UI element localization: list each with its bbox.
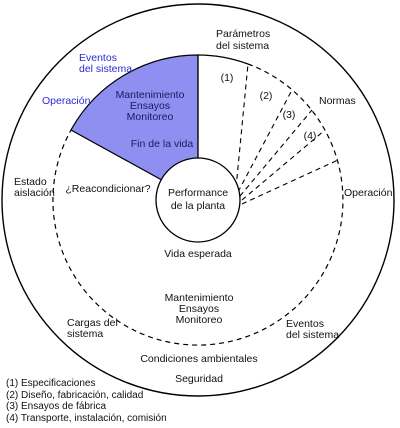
events-top-left-line1: Eventos [79,52,117,64]
events-top-left-line2: del sistema [79,63,132,75]
bottom-maintenance-line3: Monitoreo [176,314,223,326]
standards-label: Normas [319,95,356,107]
parameters-line1: Parámetros [216,28,270,40]
wedge-maintenance-line3: Monitoreo [127,111,174,123]
events-bottom-right-line1: Eventos [286,318,324,330]
parameters-line2: del sistema [216,40,269,52]
segment-number-2: (2) [260,90,273,102]
segment-number-3: (3) [283,109,296,121]
wedge-end-of-life: Fin de la vida [131,138,194,150]
operation-left-label: Operación [42,95,91,107]
legend-item-4: (4) Transporte, instalación, comisión [6,412,167,424]
wedge-maintenance-line2: Ensayos [130,100,170,112]
system-loads-line2: sistema [67,328,103,340]
bottom-maintenance-line1: Mantenimiento [165,292,234,304]
system-loads-line1: Cargas del [67,317,118,329]
center-label-line1: Performance [168,187,228,199]
legend: (1) Especificaciones (2) Diseño, fabrica… [6,378,167,424]
insulation-state-line1: Estado [14,176,47,188]
end-of-life-wedge [70,54,199,202]
dashed-life-circle [52,63,344,346]
dashed-divider-3 [239,109,313,197]
center-circle [155,157,241,243]
legend-item-2: (2) Diseño, fabricación, calidad [6,389,144,401]
insulation-state-line2: aislación [14,187,55,199]
solid-arc-segment [197,54,249,65]
environmental-conditions-label: Condiciones ambientales [140,353,257,365]
recondition-label: ¿Reacondicionar? [65,183,150,195]
dashed-divider-1 [235,63,249,189]
legend-item-3: (3) Ensayos de fábrica [6,401,107,412]
bottom-maintenance-line2: Ensayos [179,303,219,315]
legend-item-1: (1) Especificaciones [6,378,96,389]
events-bottom-right-line2: del sistema [286,329,339,341]
expected-life-label: Vida esperada [164,248,232,260]
center-label-line2: de la planta [171,200,225,212]
safety-label: Seguridad [175,373,223,385]
operation-right-label: Operación [344,187,393,199]
wedge-maintenance-line1: Mantenimiento [116,89,185,101]
dashed-divider-4 [241,129,326,201]
segment-number-4: (4) [304,130,317,142]
segment-number-1: (1) [221,72,234,84]
dashed-divider-2 [237,89,293,193]
dashed-divider-5 [241,159,339,205]
outer-circle [1,3,395,397]
